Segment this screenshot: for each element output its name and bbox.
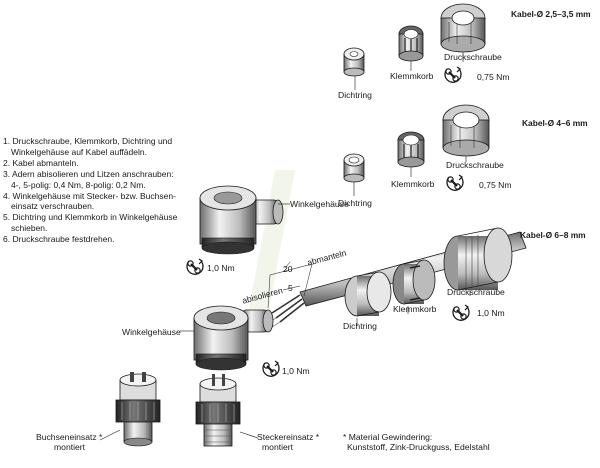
buchseneinsatz-part xyxy=(99,372,161,447)
header-cable-medium: Kabel-Ø 4–6 mm xyxy=(522,118,588,128)
instruction-line: 4-, 5-polig: 0,4 Nm, 8-polig: 0,2 Nm. xyxy=(11,179,146,190)
druckschraube-large xyxy=(443,227,513,291)
label-druckschraube: Druckschraube xyxy=(447,287,505,297)
druckschraube-medium xyxy=(442,104,490,157)
torque-label: 1,0 Nm xyxy=(477,308,505,318)
instruction-line: 2. Kabel abmanteln. xyxy=(3,157,79,168)
label-druckschraube: Druckschraube xyxy=(444,52,502,62)
instruction-line: einsatz verschrauben. xyxy=(11,201,95,212)
header-cable-large: Kabel-Ø 6–8 mm xyxy=(520,230,586,240)
instruction-line: 3. Adern abisolieren und Litzen anschrau… xyxy=(3,168,174,179)
material-note-body: Kunststoff, Zink-Druckguss, Edelstahl xyxy=(347,442,490,452)
gland-large xyxy=(263,227,527,328)
label-klemmkorb: Klemmkorb xyxy=(393,304,437,314)
label-buchseneinsatz-montiert: montiert xyxy=(54,442,86,452)
instruction-line: schieben. xyxy=(11,223,48,234)
instruction-line: Winkelgehäuse auf Kabel auffädeln. xyxy=(11,146,147,157)
label-winkelgehaeuse: Winkelgehäuse xyxy=(290,199,349,209)
label-dichtring: Dichtring xyxy=(343,321,377,331)
label-dichtring: Dichtring xyxy=(338,198,372,208)
klemmkorb-large xyxy=(392,259,436,305)
instruction-line: 6. Druckschraube festdrehen. xyxy=(3,234,115,245)
klemmkorb-small xyxy=(398,25,424,62)
gland-small xyxy=(343,3,486,90)
torque-label: 0,75 Nm xyxy=(479,180,512,190)
dichtring-small xyxy=(343,47,365,77)
dimension-20: 20 xyxy=(283,264,293,274)
gland-medium xyxy=(343,104,490,196)
torque-label: 0,75 Nm xyxy=(477,72,510,82)
label-buchseneinsatz: Buchseneinsatz * xyxy=(36,432,103,442)
label-steckereinsatz-montiert: montiert xyxy=(262,442,294,452)
material-note-title: * Material Gewindering: xyxy=(343,432,433,442)
wrench-icon xyxy=(452,304,470,321)
label-winkelgehaeuse: Winkelgehäuse xyxy=(122,327,181,337)
label-klemmkorb: Klemmkorb xyxy=(390,71,434,81)
wrench-icon xyxy=(262,360,280,377)
dimension-5: 5 xyxy=(288,283,293,293)
dichtring-large xyxy=(344,271,392,317)
steckereinsatz-part xyxy=(195,374,259,447)
label-steckereinsatz: Steckereinsatz * xyxy=(257,432,320,442)
torque-label: 1,0 Nm xyxy=(207,263,235,273)
instruction-line: 4. Winkelgehäuse mit Stecker- bzw. Buchs… xyxy=(3,190,176,201)
assembly-instructions: 1. Druckschraube, Klemmkorb, Dichtring u… xyxy=(3,136,181,245)
strip-dimensions xyxy=(267,261,313,309)
label-druckschraube: Druckschraube xyxy=(446,160,504,170)
klemmkorb-medium xyxy=(397,131,425,168)
dichtring-medium xyxy=(343,153,365,183)
header-cable-small: Kabel-Ø 2,5–3,5 mm xyxy=(511,9,591,19)
wrench-icon xyxy=(444,66,462,83)
wrench-icon xyxy=(186,258,204,275)
instruction-line: 5. Dichtring und Klemmkorb in Winkelgehä… xyxy=(3,212,178,223)
wrench-icon xyxy=(446,174,464,191)
label-dichtring: Dichtring xyxy=(338,90,372,100)
label-klemmkorb: Klemmkorb xyxy=(391,179,435,189)
instruction-line: 1. Druckschraube, Klemmkorb, Dichtring u… xyxy=(3,136,173,146)
winkelgehaeuse-lower xyxy=(180,305,274,371)
torque-label: 1,0 Nm xyxy=(282,366,310,376)
druckschraube-small xyxy=(440,3,486,53)
winkelgehaeuse-upper xyxy=(199,185,290,255)
